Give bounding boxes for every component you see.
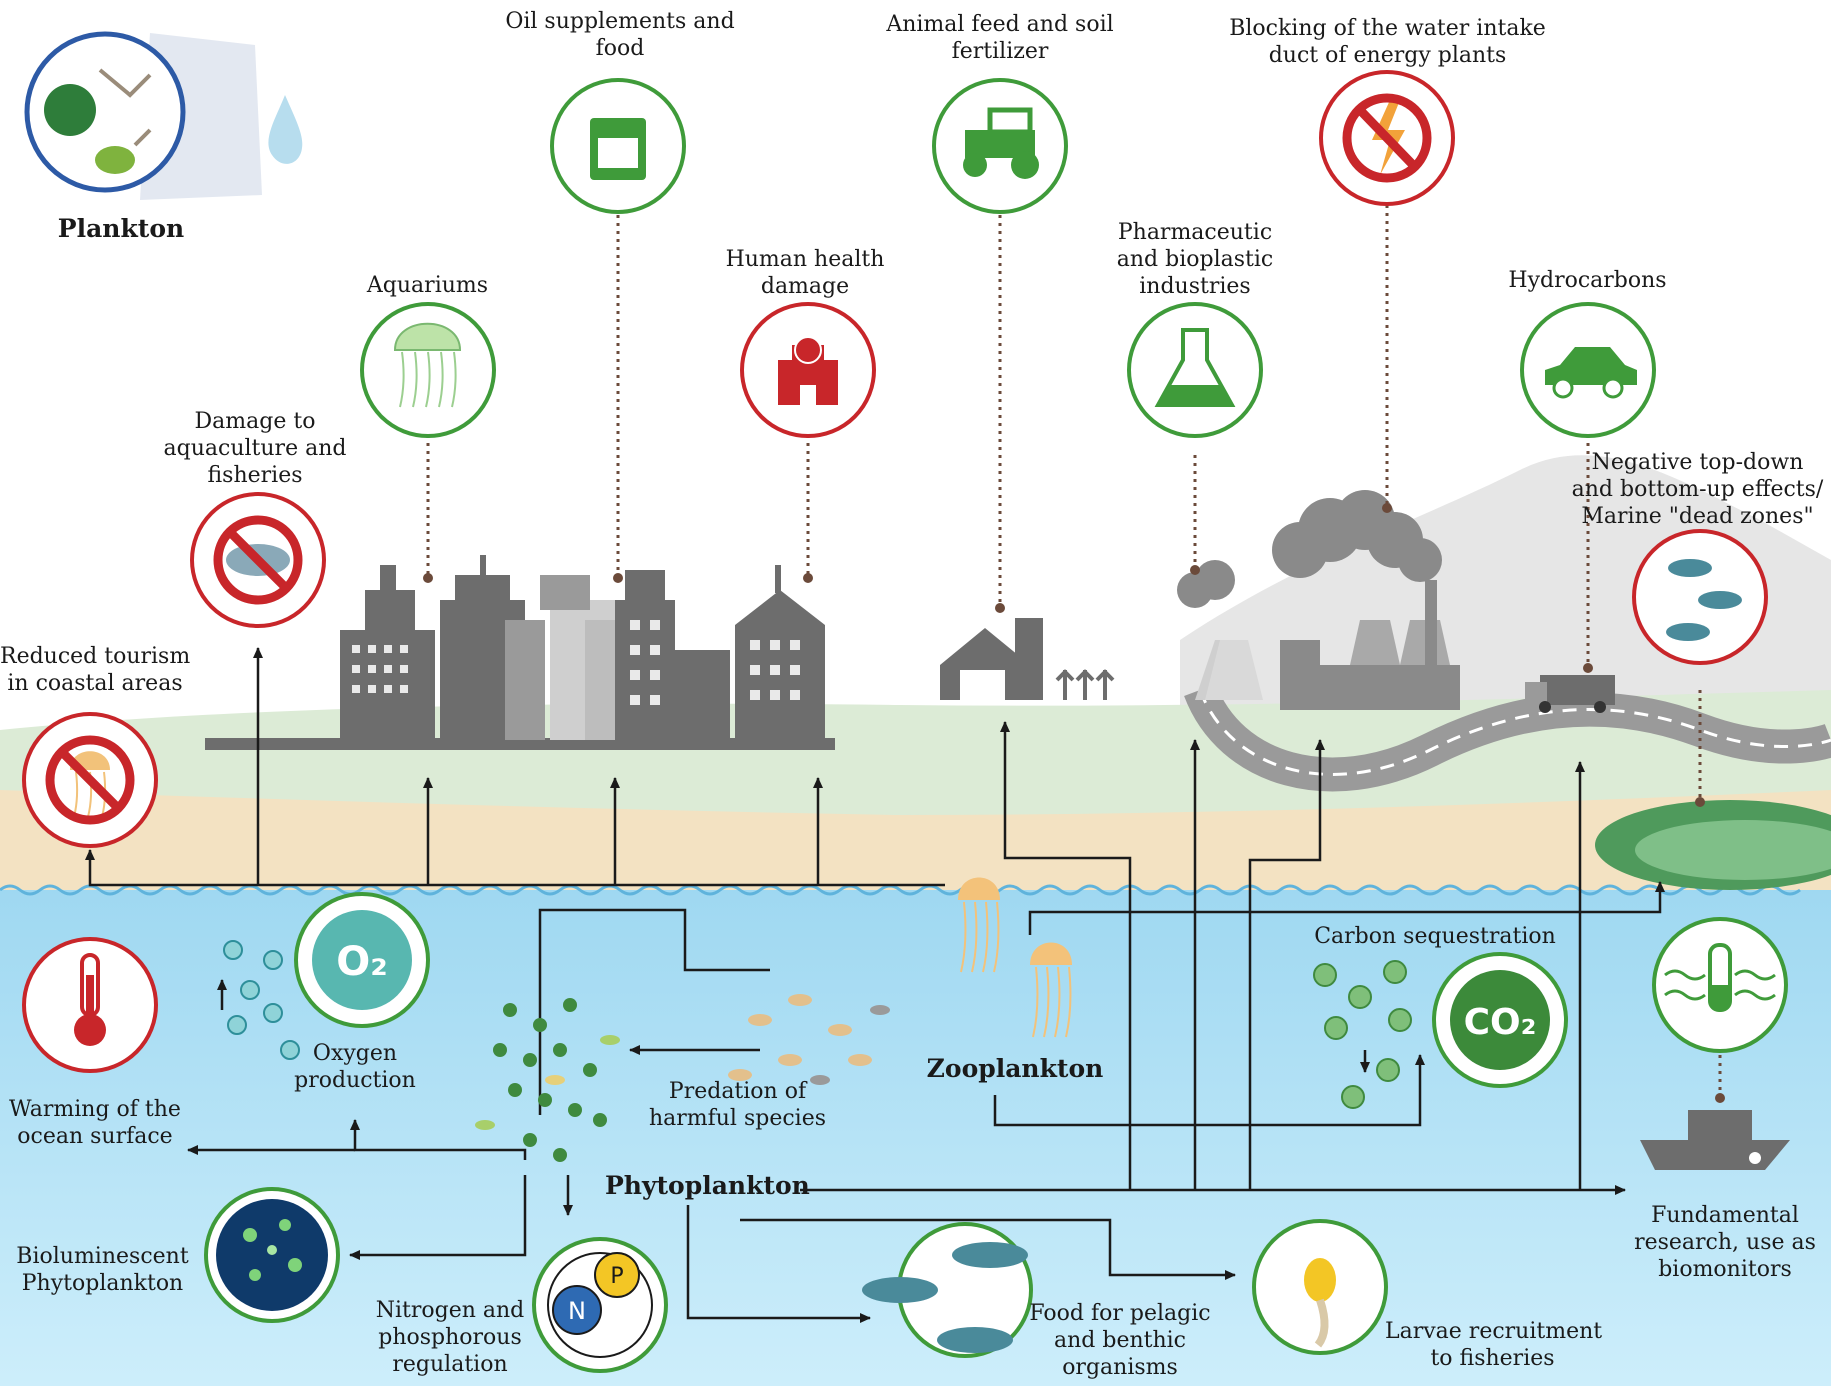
plankton-magnifier xyxy=(24,31,303,200)
co2-symbol: CO₂ xyxy=(1464,1002,1537,1043)
p-symbol: P xyxy=(610,1264,623,1289)
plankton-title: Plankton xyxy=(57,214,185,243)
co2-bubbles xyxy=(1313,960,1412,1109)
zooplankton-swarm xyxy=(728,994,890,1085)
carbon-sequestration-label: Carbon sequestration xyxy=(1314,924,1556,949)
oxygen-icon: O₂ xyxy=(294,892,430,1028)
thermometer-icon xyxy=(22,937,158,1073)
no-fisheries-icon xyxy=(190,492,326,628)
truck xyxy=(1525,675,1615,713)
carbon-icon: CO₂ xyxy=(1432,952,1568,1088)
city-windows xyxy=(352,620,800,705)
bioluminescent-icon xyxy=(204,1187,340,1323)
tractor-icon xyxy=(932,78,1068,214)
hospital-icon xyxy=(740,302,876,438)
car-icon xyxy=(1520,302,1656,438)
wave-line xyxy=(0,884,1801,896)
fish-food-icon xyxy=(862,1222,1033,1358)
oxygen-bubbles xyxy=(223,940,300,1060)
sand-beach xyxy=(0,790,1831,900)
farm-barn xyxy=(940,618,1115,700)
aquariums-label: Aquariums xyxy=(366,273,489,298)
city-buildings xyxy=(205,555,835,750)
n-symbol: N xyxy=(568,1297,586,1325)
hydrocarbons-label: Hydrocarbons xyxy=(1508,268,1667,293)
no-tourism-icon xyxy=(22,712,158,848)
flow-arrows xyxy=(85,647,1665,1323)
dead-zone-fish-icon xyxy=(1632,529,1768,665)
jellyfish-aquarium-icon xyxy=(360,302,496,438)
np-cycle-icon: P N xyxy=(532,1237,668,1373)
dotted-connectors xyxy=(426,205,1722,1095)
phytoplankton-title: Phytoplankton xyxy=(605,1171,810,1200)
research-boat xyxy=(1640,1110,1790,1170)
o2-symbol: O₂ xyxy=(336,939,388,985)
larvae-icon xyxy=(1252,1219,1388,1355)
power-plant xyxy=(1177,490,1460,710)
biomonitor-icon xyxy=(1652,917,1788,1053)
zooplankton-title: Zooplankton xyxy=(926,1054,1104,1083)
phytoplankton-cluster xyxy=(475,998,620,1162)
zooplankton-jellyfish xyxy=(958,877,1072,1038)
oil-food-icon xyxy=(550,78,686,214)
no-power-icon xyxy=(1319,70,1455,206)
connector-dots xyxy=(423,503,1725,1103)
flask-icon xyxy=(1127,302,1263,438)
